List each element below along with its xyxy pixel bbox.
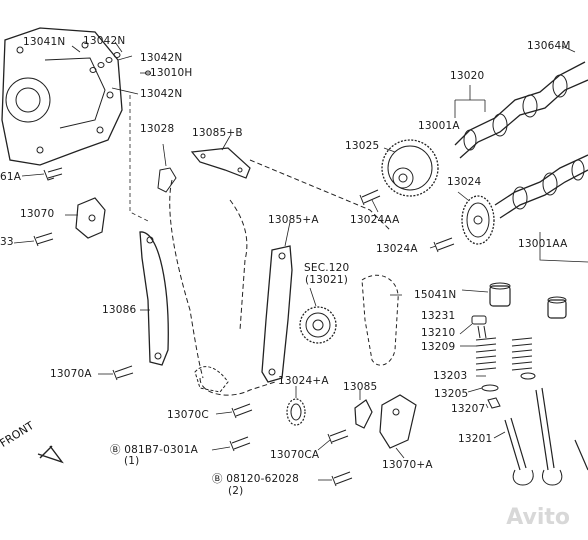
label-13042N-a: 13042N bbox=[83, 35, 126, 47]
label-13041N: 13041N bbox=[23, 36, 66, 48]
label-sec120: SEC.120 bbox=[304, 262, 350, 274]
label-081B7-text: 081B7-0301A bbox=[124, 444, 199, 456]
label-081B7: Ⓑ 081B7-0301A bbox=[110, 444, 199, 456]
label-13070C: 13070C bbox=[167, 409, 209, 421]
label-13042N-b: 13042N bbox=[140, 52, 183, 64]
vvt-sprocket bbox=[381, 139, 439, 197]
label-13070A: 13070A bbox=[50, 368, 92, 380]
label-13064M: 13064M bbox=[527, 40, 571, 52]
label-13021: (13021) bbox=[305, 274, 348, 286]
label-13070pA: 13070+A bbox=[382, 459, 433, 471]
label-13020: 13020 bbox=[450, 70, 485, 82]
label-13209: 13209 bbox=[421, 341, 456, 353]
label-13085A: 13085+A bbox=[268, 214, 319, 226]
label-13210: 13210 bbox=[421, 327, 456, 339]
label-13070CA: 13070CA bbox=[270, 449, 320, 461]
label-13025: 13025 bbox=[345, 140, 380, 152]
label-08120-qty: (2) bbox=[228, 485, 244, 497]
label-13042N-c: 13042N bbox=[140, 88, 183, 100]
upper-guide bbox=[190, 147, 251, 179]
label-13201: 13201 bbox=[458, 433, 493, 445]
label-13086: 13086 bbox=[102, 304, 137, 316]
label-33: 33 bbox=[0, 236, 14, 248]
crank-sprocket bbox=[299, 306, 337, 344]
label-08120-text: 08120-62028 bbox=[226, 473, 300, 485]
tensioner-13070A bbox=[379, 394, 417, 449]
label-13010H: 13010H bbox=[150, 67, 193, 79]
label-13205: 13205 bbox=[434, 388, 469, 400]
label-13028: 13028 bbox=[140, 123, 175, 135]
label-13001A: 13001A bbox=[418, 120, 460, 132]
label-13024pA: 13024+A bbox=[278, 375, 329, 387]
label-13203: 13203 bbox=[433, 370, 468, 382]
front-arrow-icon bbox=[37, 445, 64, 464]
watermark: Avito bbox=[506, 505, 570, 530]
label-61A: 61A bbox=[0, 171, 22, 183]
label-13024AA: 13024AA bbox=[350, 214, 400, 226]
label-13207: 13207 bbox=[451, 403, 486, 415]
label-13001AA: 13001AA bbox=[518, 238, 568, 250]
exhaust-sprocket bbox=[461, 195, 495, 245]
oil-pump-chain bbox=[361, 274, 399, 366]
label-13231: 13231 bbox=[421, 310, 456, 322]
label-13070: 13070 bbox=[20, 208, 55, 220]
chain-guide-13028 bbox=[157, 143, 177, 193]
label-13085: 13085 bbox=[343, 381, 378, 393]
tension-guide-13085A bbox=[261, 245, 293, 383]
label-08120: Ⓑ 08120-62028 bbox=[212, 473, 300, 485]
timing-cover bbox=[1, 27, 123, 166]
label-13085B: 13085+B bbox=[192, 127, 243, 139]
cover-bolts bbox=[43, 52, 151, 181]
label-13024A: 13024A bbox=[376, 243, 418, 255]
label-081B7-qty: (1) bbox=[124, 455, 140, 467]
oil-pump-sprocket bbox=[286, 398, 306, 426]
label-15041N: 15041N bbox=[414, 289, 457, 301]
label-13024: 13024 bbox=[447, 176, 482, 188]
slack-guide-13086 bbox=[139, 231, 169, 366]
camshafts bbox=[454, 61, 588, 219]
valve-train bbox=[471, 282, 588, 486]
chain-tensioner-13070 bbox=[75, 197, 106, 239]
